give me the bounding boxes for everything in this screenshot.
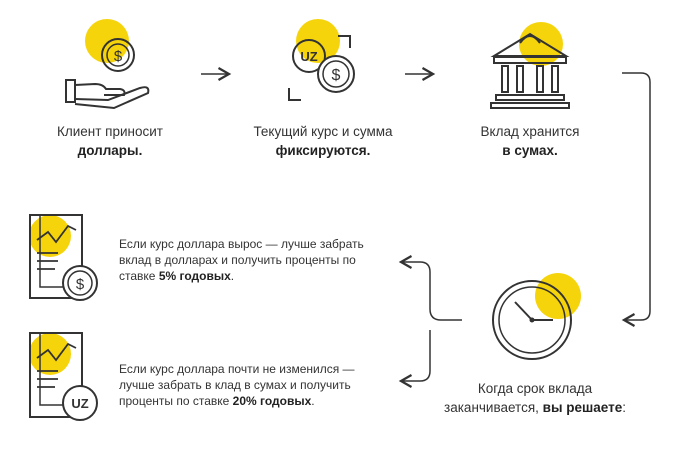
step-2-line1: Текущий курс и сумма [253,124,393,139]
svg-text:$: $ [76,276,85,293]
decision-line2-end: : [622,400,626,415]
option-uzs-text: Если курс доллара почти не изменился — л… [119,361,389,409]
step-1-line1: Клиент приносит [57,124,163,139]
option-uzs-line3: проценты по ставке 20% годовых. [119,393,389,409]
option-uzs-line3-text: проценты по ставке [119,394,233,408]
step-3-line1: Вклад хранится [480,124,580,139]
decision-line2: заканчивается, вы решаете: [440,398,630,417]
svg-text:$: $ [332,67,341,84]
option-usd-text: Если курс доллара вырос — лучше забрать … [119,236,389,284]
step-1-caption: Клиент приносит доллары. [30,122,190,160]
step-2-line2: фиксируются. [275,143,371,158]
option-uzs-line2: лучше забрать в клад в сумах и получить [119,378,351,392]
decision-line2-text: заканчивается, [444,400,543,415]
clock-icon [492,273,581,360]
decision-line2-bold: вы решаете [542,400,623,415]
option-uzs-line3-end: . [311,394,315,408]
step-1-line2: доллары. [77,143,143,158]
arrow-bank-to-clock [621,72,651,327]
decision-caption: Когда срок вклада заканчивается, вы реша… [440,379,630,417]
option-usd-line3: ставке 5% годовых. [119,268,389,284]
step-2-caption: Текущий курс и сумма фиксируются. [228,122,418,160]
option-usd-line3-text: ставке [119,269,159,283]
hand-coin-dollar-icon: $ [65,19,150,110]
svg-text:UZ: UZ [71,396,88,411]
document-chart-uz-icon: UZ [29,332,98,421]
option-usd-line1: Если курс доллара вырос — лучше забрать [119,237,364,251]
option-usd-line2: вклад в долларах и получить проценты по [119,253,356,267]
option-uzs-line1: Если курс доллара почти не изменился — [119,362,355,376]
option-usd-line3-end: . [230,269,235,283]
option-uzs-rate: 20% годовых [232,394,312,408]
step-3-caption: Вклад хранится в сумах. [450,122,610,160]
coins-uz-dollar-exchange-icon: UZ $ [288,19,355,101]
svg-text:$: $ [114,48,123,65]
arrow-clock-to-options [398,255,462,321]
bank-building-icon [490,22,570,109]
decision-line1: Когда срок вклада [477,381,593,396]
step-3-line2: в сумах. [502,143,558,158]
option-usd-rate: 5% годовых [158,269,231,283]
svg-text:UZ: UZ [300,49,317,64]
document-chart-dollar-icon: $ [29,214,98,301]
